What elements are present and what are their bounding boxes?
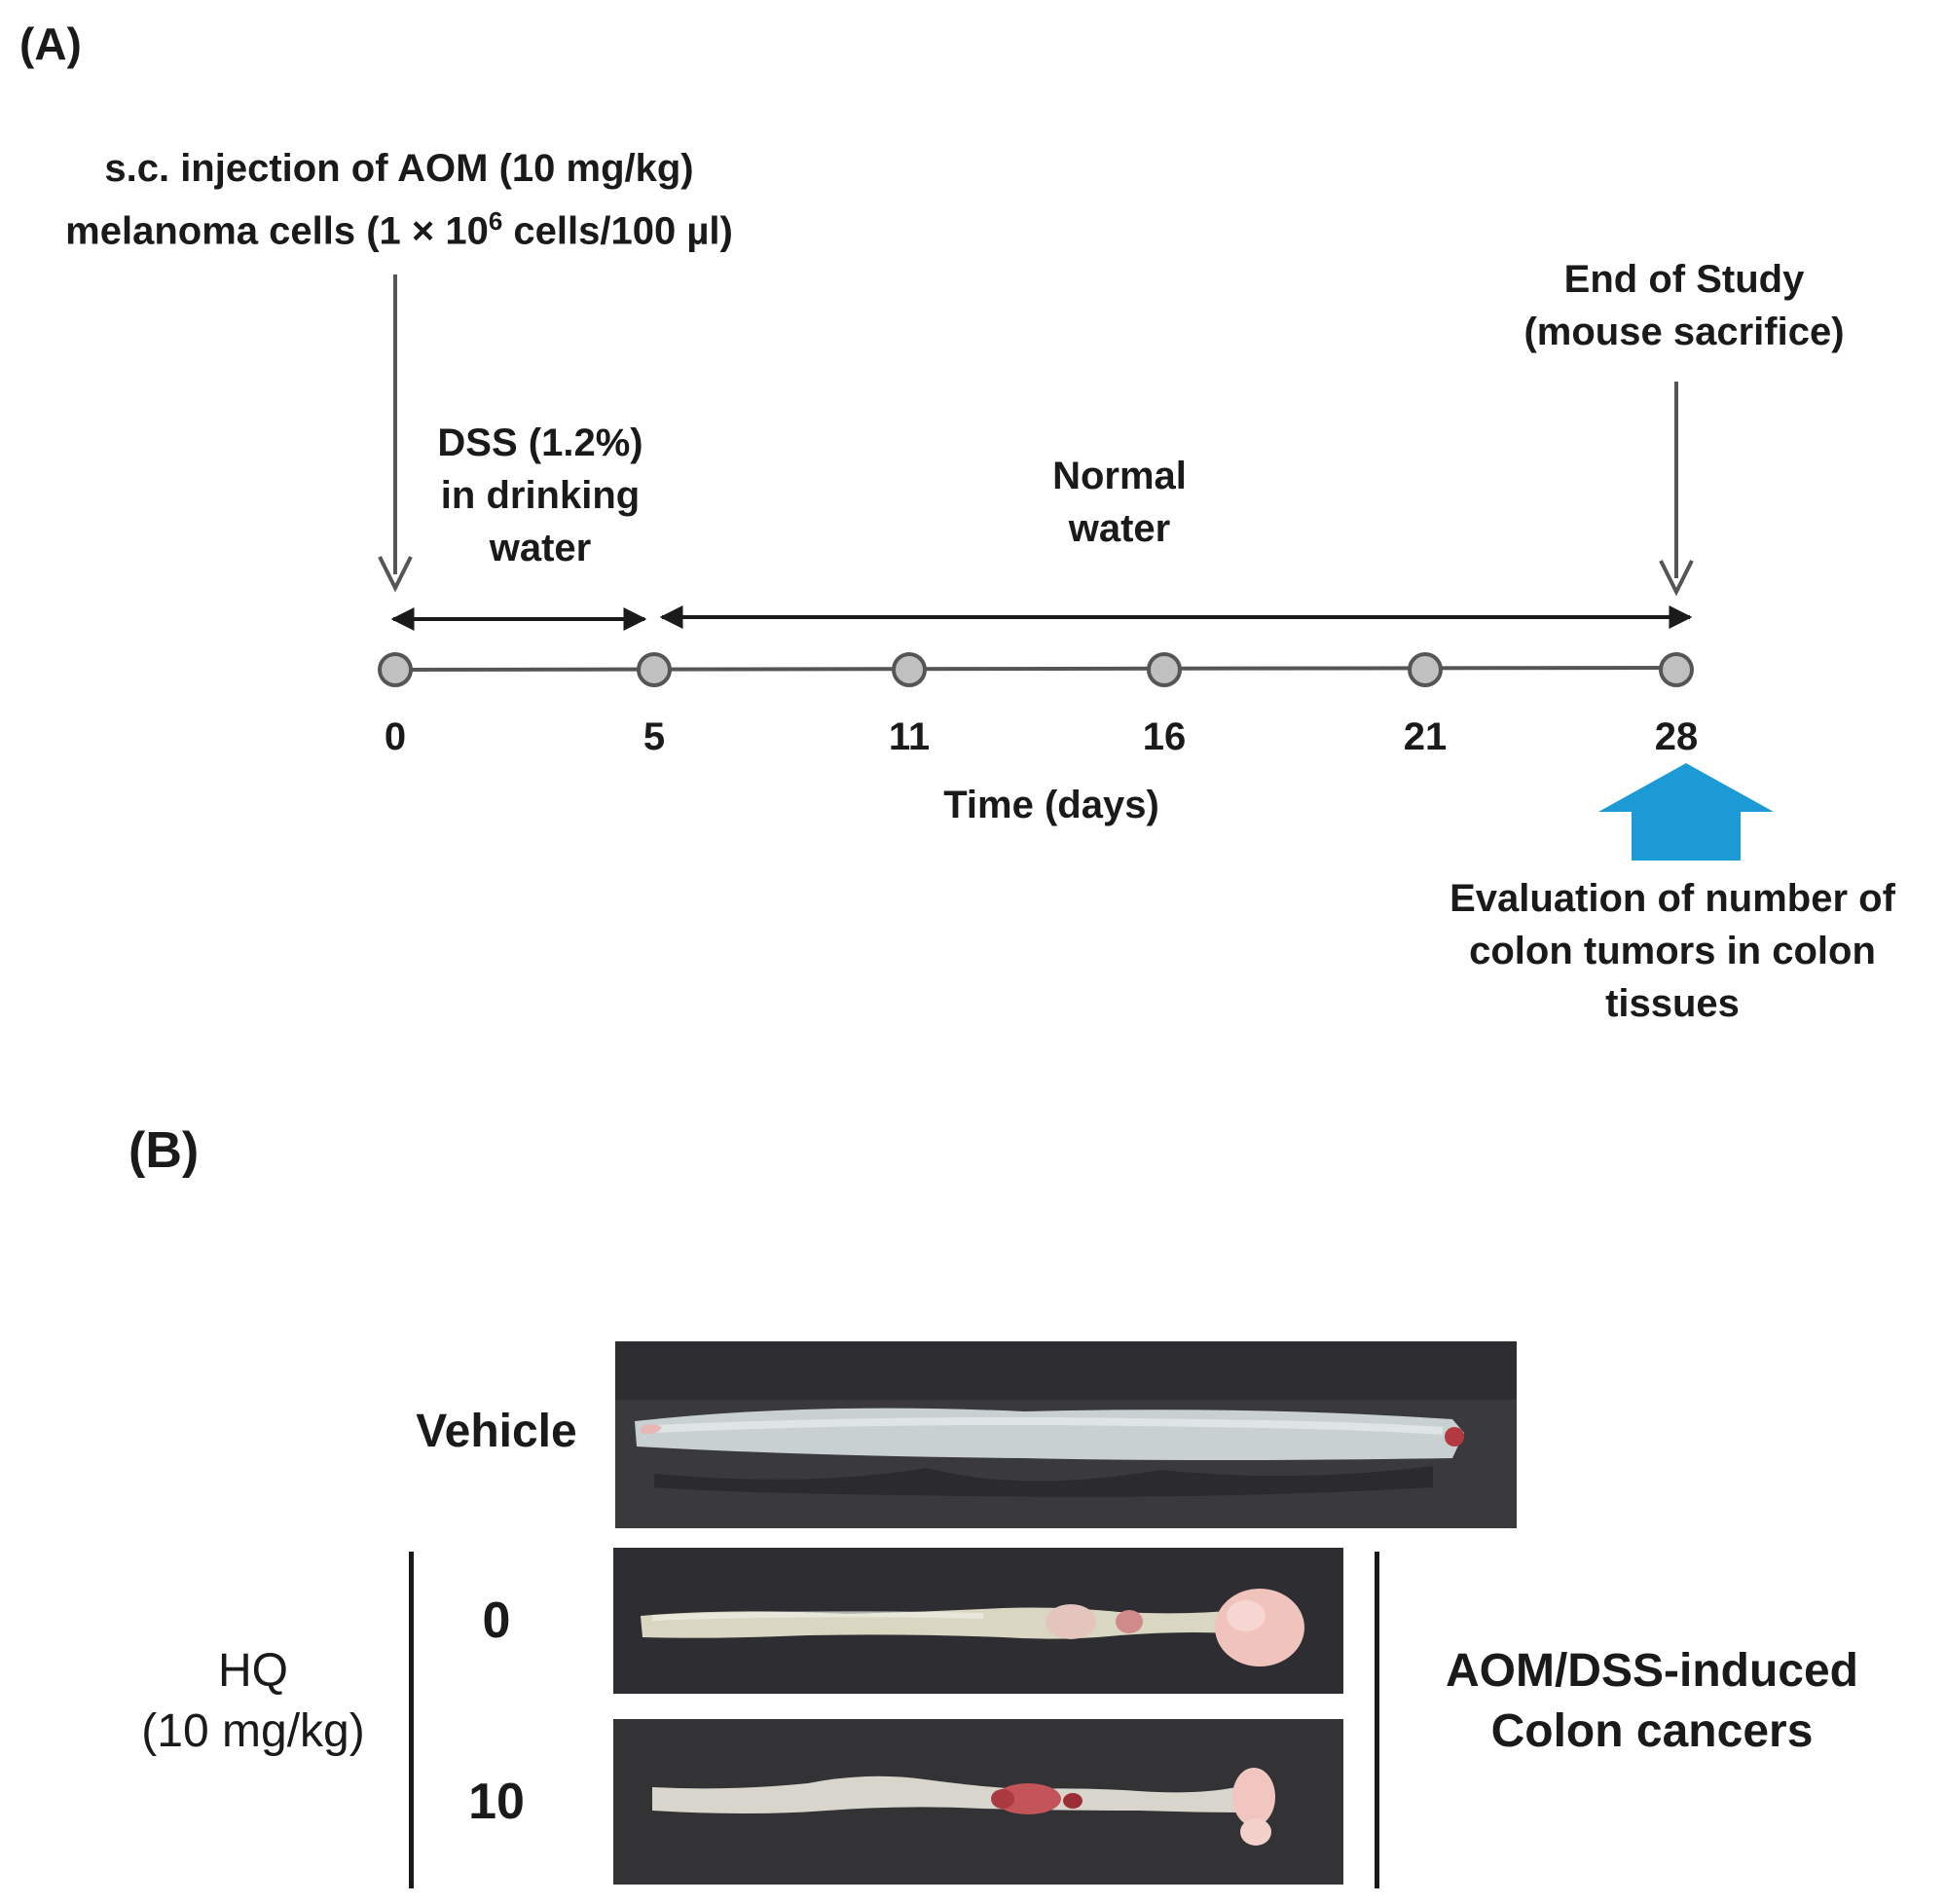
normal-water-label: Normal water [973, 450, 1266, 555]
injection-label: s.c. injection of AOM (10 mg/kg) melanom… [0, 142, 798, 257]
hq-10-colon-photo [613, 1719, 1343, 1885]
hq-0-colon-photo [613, 1548, 1343, 1694]
tick-label-28: 28 [1655, 715, 1699, 758]
x-axis-label: Time (days) [943, 784, 1159, 826]
end-line-2: (mouse sacrifice) [1523, 311, 1845, 353]
normal-line-2: water [1068, 507, 1171, 550]
injection-line-1: s.c. injection of AOM (10 mg/kg) [104, 147, 694, 190]
panel-a-label: (A) [19, 18, 82, 69]
dose-0-label: 0 [482, 1593, 511, 1649]
group-label: AOM/DSS-induced Colon cancers [1394, 1641, 1910, 1762]
evaluation-label: Evaluation of number of colon tumors in … [1402, 872, 1943, 1030]
tick-label-16: 16 [1143, 715, 1187, 758]
tick-label-21: 21 [1404, 715, 1448, 758]
hq-line-2: (10 mg/kg) [141, 1705, 365, 1757]
tick-label-11: 11 [889, 715, 930, 758]
vehicle-label: Vehicle [416, 1406, 577, 1457]
dss-line-3: water [489, 527, 592, 569]
injection-line-2: melanoma cells (1 × 106 cells/100 µl) [65, 206, 733, 253]
eval-line-3: tissues [1605, 982, 1740, 1025]
panel-b-label: (B) [128, 1122, 200, 1179]
dss-label: DSS (1.2%) in drinking water [389, 417, 691, 574]
timeline-axis [394, 666, 1677, 672]
end-of-study-arrow [1659, 382, 1694, 597]
hq-bracket-line [409, 1552, 414, 1888]
timeline-node-0 [378, 652, 413, 687]
group-line-1: AOM/DSS-induced [1445, 1645, 1858, 1697]
end-line-1: End of Study [1563, 258, 1805, 301]
dose-10-label: 10 [468, 1774, 525, 1830]
normal-line-1: Normal [1052, 455, 1187, 497]
evaluation-arrow [1598, 763, 1774, 860]
timeline-node-16 [1147, 652, 1182, 687]
injection-arrow [378, 275, 413, 593]
timeline-node-5 [637, 652, 672, 687]
timeline-node-21 [1408, 652, 1443, 687]
eval-line-1: Evaluation of number of [1450, 877, 1895, 920]
timeline-diagram: 0 5 11 16 21 28 [378, 275, 1774, 860]
eval-line-2: colon tumors in colon [1469, 930, 1876, 972]
tick-label-0: 0 [385, 715, 406, 758]
group-line-2: Colon cancers [1490, 1705, 1814, 1757]
tick-label-5: 5 [643, 715, 665, 758]
dss-line-1: DSS (1.2%) [437, 421, 643, 464]
vehicle-colon-photo [615, 1341, 1517, 1528]
end-of-study-label: End of Study (mouse sacrifice) [1450, 253, 1918, 358]
hq-label: HQ (10 mg/kg) [107, 1641, 399, 1762]
group-bracket-line [1375, 1552, 1379, 1888]
hq-line-1: HQ [218, 1645, 288, 1697]
timeline-node-11 [892, 652, 927, 687]
timeline-node-28 [1659, 652, 1694, 687]
dss-line-2: in drinking [440, 474, 641, 517]
